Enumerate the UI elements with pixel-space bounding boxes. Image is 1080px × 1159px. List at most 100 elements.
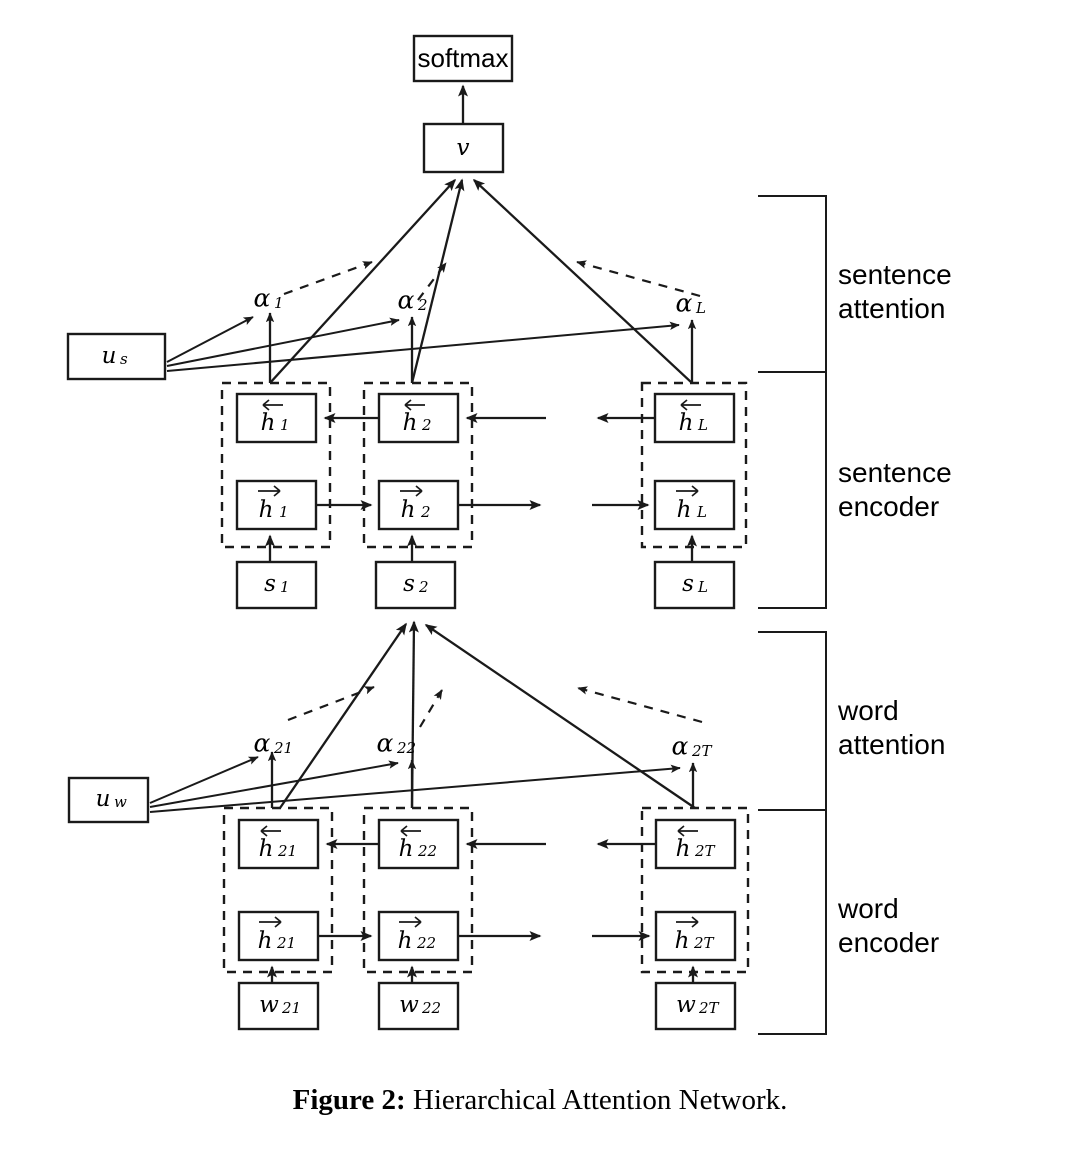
edge-alpha2-dashed — [417, 262, 447, 301]
sentence-input-base-2: s — [403, 571, 415, 597]
bracket-label-word-attention-line1: word — [837, 695, 899, 726]
word-h-backward-sub-1: 21 — [277, 842, 297, 860]
sentence-context-vector-node: u s — [66, 332, 167, 381]
word-context-vector-node: u w — [67, 776, 150, 824]
sentence-input-box-1 — [235, 560, 318, 610]
figure-caption-text: Hierarchical Attention Network. — [412, 1084, 788, 1116]
word-h-backward-base-T: h — [676, 836, 691, 862]
sentence-backward-hidden-row: h 1 h 2 h L — [235, 392, 736, 444]
word-input-box-1 — [237, 981, 320, 1031]
sentence-h-forward-sub-1: 1 — [279, 503, 289, 521]
alpha-2T-sub: 2T — [691, 742, 713, 760]
u-s-base-label: u — [102, 343, 117, 369]
word-input-base-1: w — [259, 992, 279, 1018]
alpha-22-base: α — [377, 729, 394, 758]
word-h-forward-sub-1: 21 — [276, 934, 296, 952]
alpha-22-sub: 22 — [396, 739, 416, 757]
right-arrow-accent-icon — [258, 485, 281, 497]
sentence-h-forward-base-1: h — [259, 497, 274, 523]
doc-vector-box — [422, 122, 505, 174]
alpha-2T-label: α 2T — [672, 732, 713, 761]
sentence-encoder-groups — [220, 381, 748, 549]
side-bracket-word-encoder: word encoder — [758, 809, 939, 1035]
bracket-label-word-encoder-line1: word — [837, 893, 899, 924]
u-w-base-label: u — [96, 786, 111, 812]
edge-us-to-alpha2 — [166, 317, 400, 367]
sentence-biRNN-group-L — [640, 381, 748, 549]
sentence-h-backward-base-1: h — [261, 410, 276, 436]
alpha-1-label: α 1 — [254, 284, 284, 313]
sentence-input-sub-2: 2 — [418, 578, 429, 596]
u-s-box — [66, 332, 167, 381]
edge-word1-to-s2 — [279, 622, 407, 809]
word-input-box-2 — [377, 981, 460, 1031]
word-input-sub-2: 22 — [421, 999, 441, 1017]
left-arrow-accent-icon — [400, 825, 421, 837]
right-arrow-accent-icon — [676, 485, 699, 497]
edge-wordT-to-s2 — [424, 624, 696, 809]
alpha-1-sub: 1 — [274, 294, 284, 312]
bracket-label-sentence-encoder-line2: encoder — [838, 491, 939, 522]
bracket-label-word-attention-line2: attention — [838, 729, 945, 760]
edge-alphaL-dashed — [576, 260, 701, 298]
u-w-box — [67, 776, 150, 824]
left-arrow-accent-icon — [260, 825, 281, 837]
sentence-h-forward-base-2: h — [401, 497, 416, 523]
alpha-21-label: α 21 — [254, 729, 294, 758]
sentence-h-forward-base-L: h — [677, 497, 692, 523]
side-bracket-word-attention: word attention — [758, 631, 945, 811]
edge-alpha1-dashed — [283, 260, 373, 296]
doc-vector-node: v — [422, 122, 505, 174]
sentence-h-backward-sub-L: L — [697, 416, 708, 434]
edge-alpha2T-dashed — [577, 686, 703, 724]
sentence-h-backward-base-L: h — [679, 410, 694, 436]
left-arrow-accent-icon — [680, 399, 701, 411]
sentence-h-backward-box-2 — [377, 392, 460, 444]
word-h-backward-sub-T: 2T — [694, 842, 716, 860]
bracket-label-word-encoder-line2: encoder — [838, 927, 939, 958]
sentence-h-forward-sub-2: 2 — [420, 503, 431, 521]
word-input-base-2: w — [399, 992, 419, 1018]
edge-us-to-alpha1 — [166, 316, 254, 363]
bracket-path-word-attention — [758, 631, 827, 811]
word-forward-hidden-row: h 21 h 22 h 2T — [237, 910, 737, 962]
sentence-alpha-labels: α 1 α 2 α L — [254, 284, 706, 318]
sentence-biRNN-group-1 — [220, 381, 332, 549]
sentence-input-box-L — [653, 560, 736, 610]
side-bracket-sentence-attention: sentence attention — [758, 195, 952, 373]
sentence-h-backward-sub-2: 2 — [421, 416, 432, 434]
bracket-path-sentence-encoder — [758, 371, 827, 609]
word-input-sub-1: 21 — [281, 999, 301, 1017]
sentence-input-sub-L: L — [697, 578, 708, 596]
softmax-node: softmax — [412, 34, 514, 83]
left-arrow-accent-icon — [262, 399, 283, 411]
left-arrow-accent-icon — [404, 399, 425, 411]
softmax-label: softmax — [417, 43, 508, 73]
word-h-backward-sub-2: 22 — [417, 842, 437, 860]
sentence-biRNN-group-2 — [362, 381, 474, 549]
softmax-box — [412, 34, 514, 83]
bracket-path-sentence-attention — [758, 195, 827, 373]
word-h-backward-base-1: h — [259, 836, 274, 862]
u-w-sub-label: w — [114, 793, 127, 811]
word-input-base-T: w — [676, 992, 696, 1018]
edge-alpha22-dashed — [419, 689, 443, 728]
sentence-input-row: s 1 s 2 s L — [235, 534, 736, 610]
right-arrow-accent-icon — [676, 916, 699, 928]
sentence-h-backward-box-L — [653, 392, 736, 444]
word-h-backward-box-1 — [237, 818, 320, 870]
edge-us-to-alphaL — [166, 321, 680, 372]
alpha-1-base: α — [254, 284, 271, 313]
word-input-row: w 21 w 22 w 2T — [237, 965, 737, 1031]
sentence-input-box-2 — [374, 560, 457, 610]
alpha-2-label: α 2 — [398, 286, 428, 315]
figure-caption-lead: Figure 2: — [292, 1084, 413, 1116]
alpha-21-base: α — [254, 729, 271, 758]
word-alpha-labels: α 21 α 22 α 2T — [254, 729, 713, 761]
edge-uw-to-alpha2T — [149, 764, 681, 813]
word-h-forward-sub-2: 22 — [416, 934, 436, 952]
word-biRNN-group-1 — [222, 806, 334, 974]
doc-vector-label: v — [457, 135, 470, 161]
word-alpha-vertical-edges — [267, 751, 698, 808]
right-arrow-accent-icon — [259, 916, 282, 928]
